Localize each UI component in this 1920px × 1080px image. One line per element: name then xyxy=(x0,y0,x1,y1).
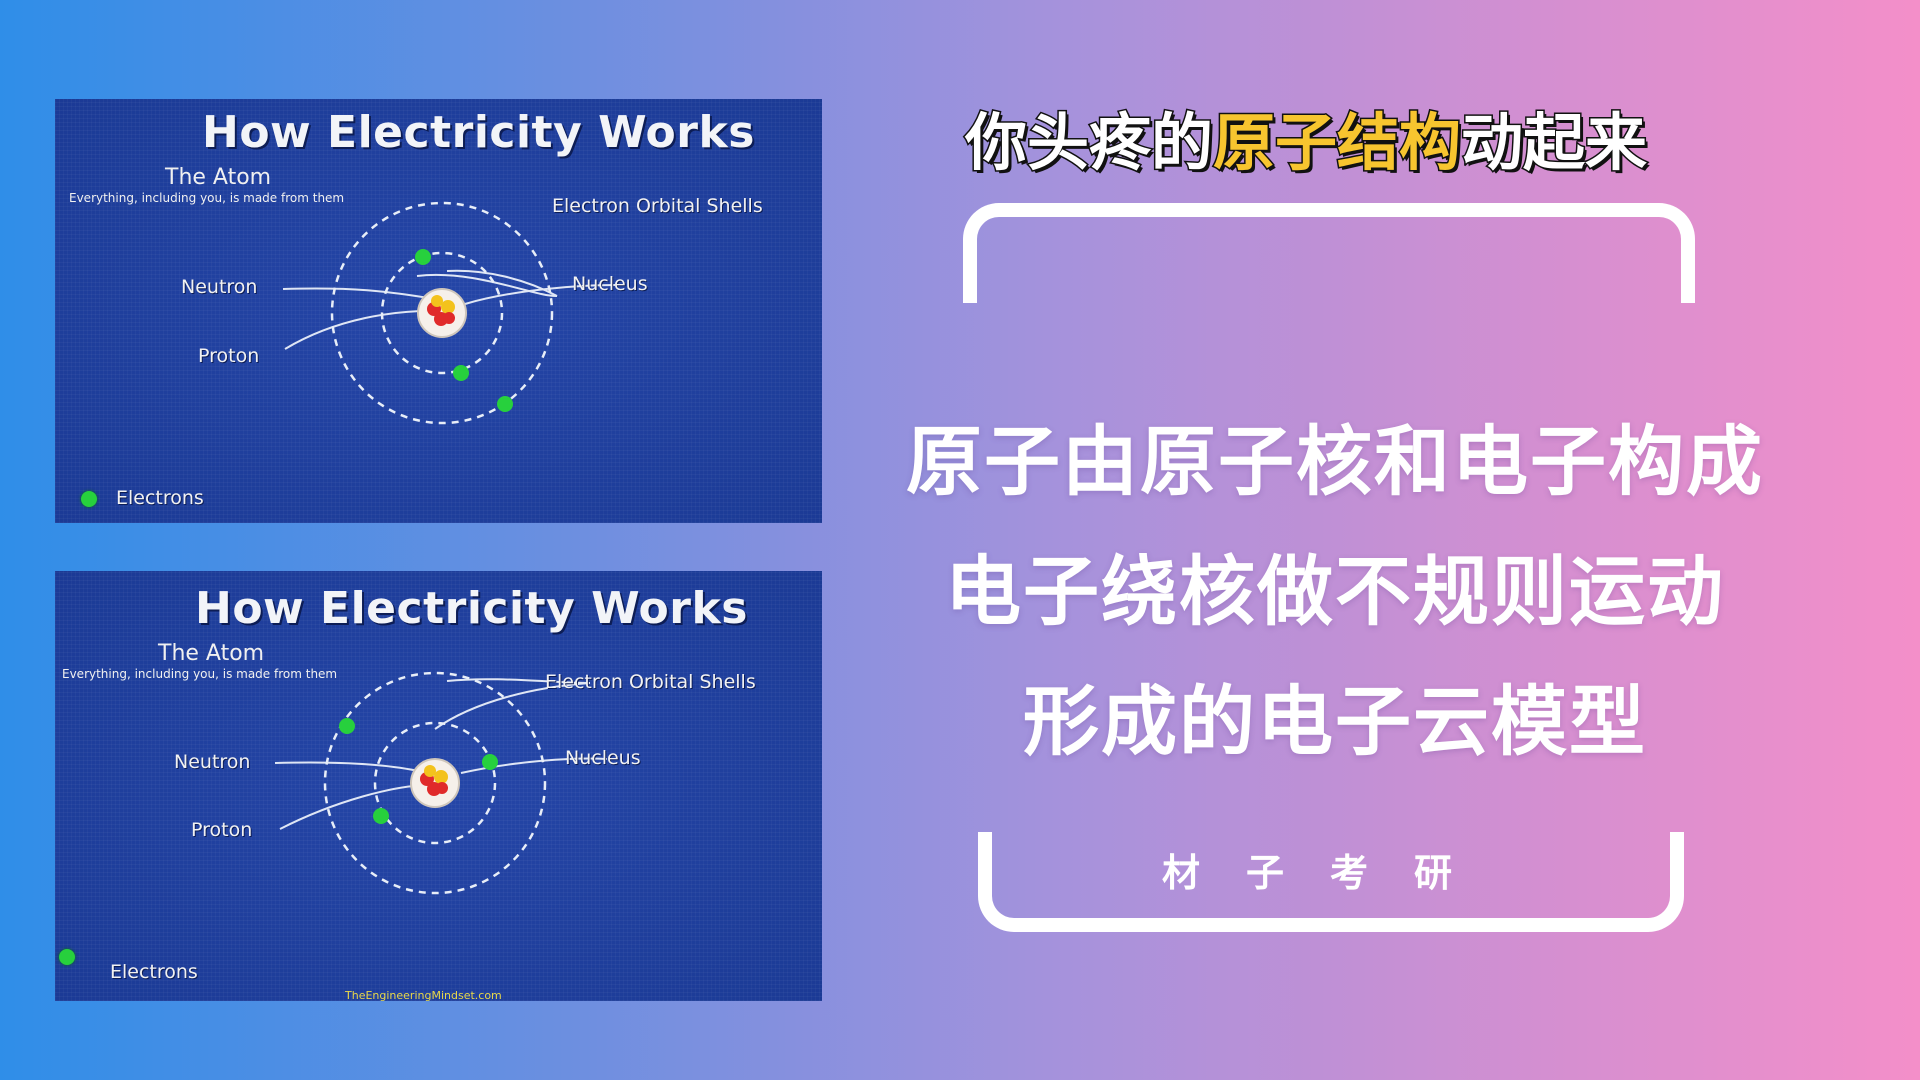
panel-caption: Everything, including you, is made from … xyxy=(69,191,345,205)
label-nucleus: Nucleus xyxy=(565,747,641,769)
main-text-line-3: 形成的电子云模型 xyxy=(1023,677,1647,766)
panel-title: How Electricity Works xyxy=(195,583,748,634)
credit-text: TheEngineeringMindset.com xyxy=(345,989,502,1001)
label-proton: Proton xyxy=(191,819,253,841)
headline-highlight: 原子结构 xyxy=(1212,105,1463,181)
label-neutron: Neutron xyxy=(174,751,251,773)
panel-title: How Electricity Works xyxy=(202,107,755,158)
atom-diagram-graphic xyxy=(274,671,608,895)
atom-diagram-graphic xyxy=(282,201,616,425)
label-electrons-legend: Electrons xyxy=(110,961,198,983)
label-electron-orbital-shells: Electron Orbital Shells xyxy=(545,671,756,693)
atom-diagram-top: How Electricity Works The Atom Everythin… xyxy=(55,99,822,523)
atom-diagram-bottom: How Electricity Works The Atom Everythin… xyxy=(55,571,822,1001)
electron-legend-dot xyxy=(81,491,97,507)
electron-legend-dot xyxy=(59,949,75,965)
main-text-line-2: 电子绕核做不规则运动 xyxy=(945,547,1725,636)
headline: 你头疼的原子结构动起来 xyxy=(963,92,1649,182)
panel-subtitle: The Atom xyxy=(158,641,265,666)
label-nucleus: Nucleus xyxy=(572,273,648,295)
frame-bottom-bracket xyxy=(978,832,1684,932)
headline-suffix: 动起来 xyxy=(1460,105,1649,181)
panel-subtitle: The Atom xyxy=(165,165,272,190)
panel-caption: Everything, including you, is made from … xyxy=(62,667,338,681)
headline-prefix: 你头疼的 xyxy=(963,105,1214,181)
brand-name: 材子考研 xyxy=(1161,851,1498,895)
label-electrons-legend: Electrons xyxy=(116,487,204,509)
label-proton: Proton xyxy=(198,345,260,367)
frame-top-bracket xyxy=(963,203,1695,303)
label-electron-orbital-shells: Electron Orbital Shells xyxy=(552,195,763,217)
main-text-line-1: 原子由原子核和电子构成 xyxy=(906,417,1764,506)
label-neutron: Neutron xyxy=(181,276,258,298)
